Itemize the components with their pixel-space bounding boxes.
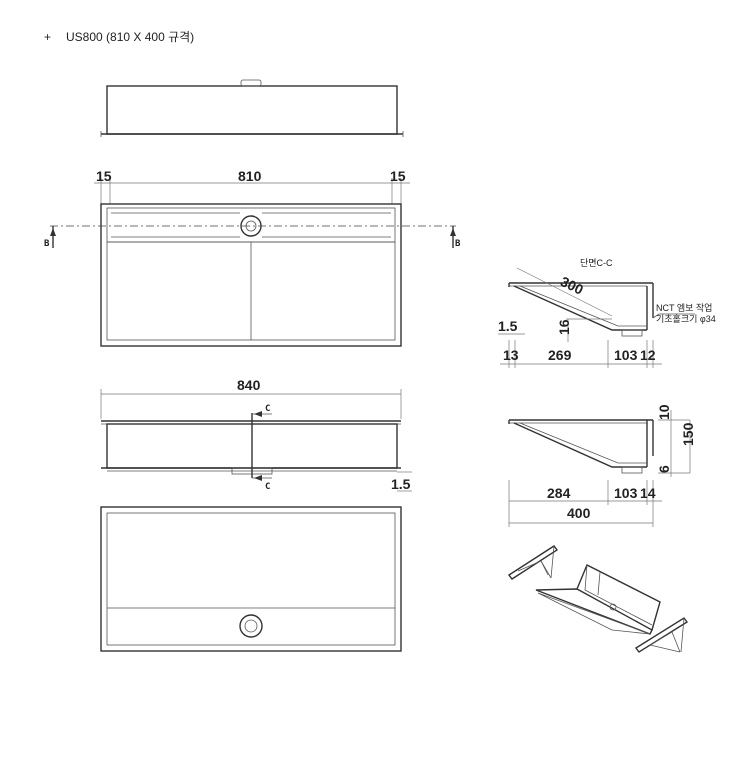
plan-view: 15 810 15 B B [44,168,461,347]
dim-269: 269 [548,347,572,363]
dim-overall-width: 840 [237,377,261,393]
section-mark-c-top: C [265,404,270,414]
section-cc-title: 단면C-C [580,258,613,268]
dim-150: 150 [680,422,696,446]
dim-14: 14 [640,485,656,501]
dim-plan-width: 810 [238,168,262,184]
note-base-hole: 기초홀크기 φ34 [656,313,716,324]
dim-drop: 16 [556,319,572,335]
dim-10: 10 [656,404,672,420]
dim-slope-length: 300 [558,273,586,298]
plus-icon: + [44,30,51,44]
dim-284: 284 [547,485,571,501]
dim-103-cc: 103 [614,347,638,363]
model-spec-title: US800 (810 X 400 규격) [66,30,194,44]
drain-outlet-circle [239,614,263,638]
drain-cap-shape [240,79,262,87]
dim-103-side: 103 [614,485,638,501]
front-elevation-view: 840 C C 1.5 [100,377,412,492]
dim-right-margin: 15 [390,168,406,184]
section-mark-c-bottom: C [265,482,270,492]
dim-13: 13 [503,347,519,363]
side-section-view: 10 150 6 284 103 14 400 [508,404,696,527]
dim-400: 400 [567,505,591,521]
dim-flange: 1.5 [391,476,411,492]
dim-12: 12 [640,347,656,363]
isometric-exploded-view [507,545,689,653]
dim-thickness: 1.5 [498,318,518,334]
section-cc-view: 단면C-C 300 NCT 엠보 작업 기초홀크기 φ34 1.5 16 13 … [498,258,716,368]
top-elevation-view [100,79,404,137]
section-mark-b-left: B [44,239,50,249]
section-mark-b-right: B [455,239,461,249]
note-nct-emboss: NCT 엠보 작업 [656,302,712,313]
iso-drain-hole [609,603,617,611]
dim-left-margin: 15 [96,168,112,184]
bottom-plan-view [100,506,402,652]
dim-6: 6 [656,465,672,473]
drain-outlet-inner [244,619,258,633]
